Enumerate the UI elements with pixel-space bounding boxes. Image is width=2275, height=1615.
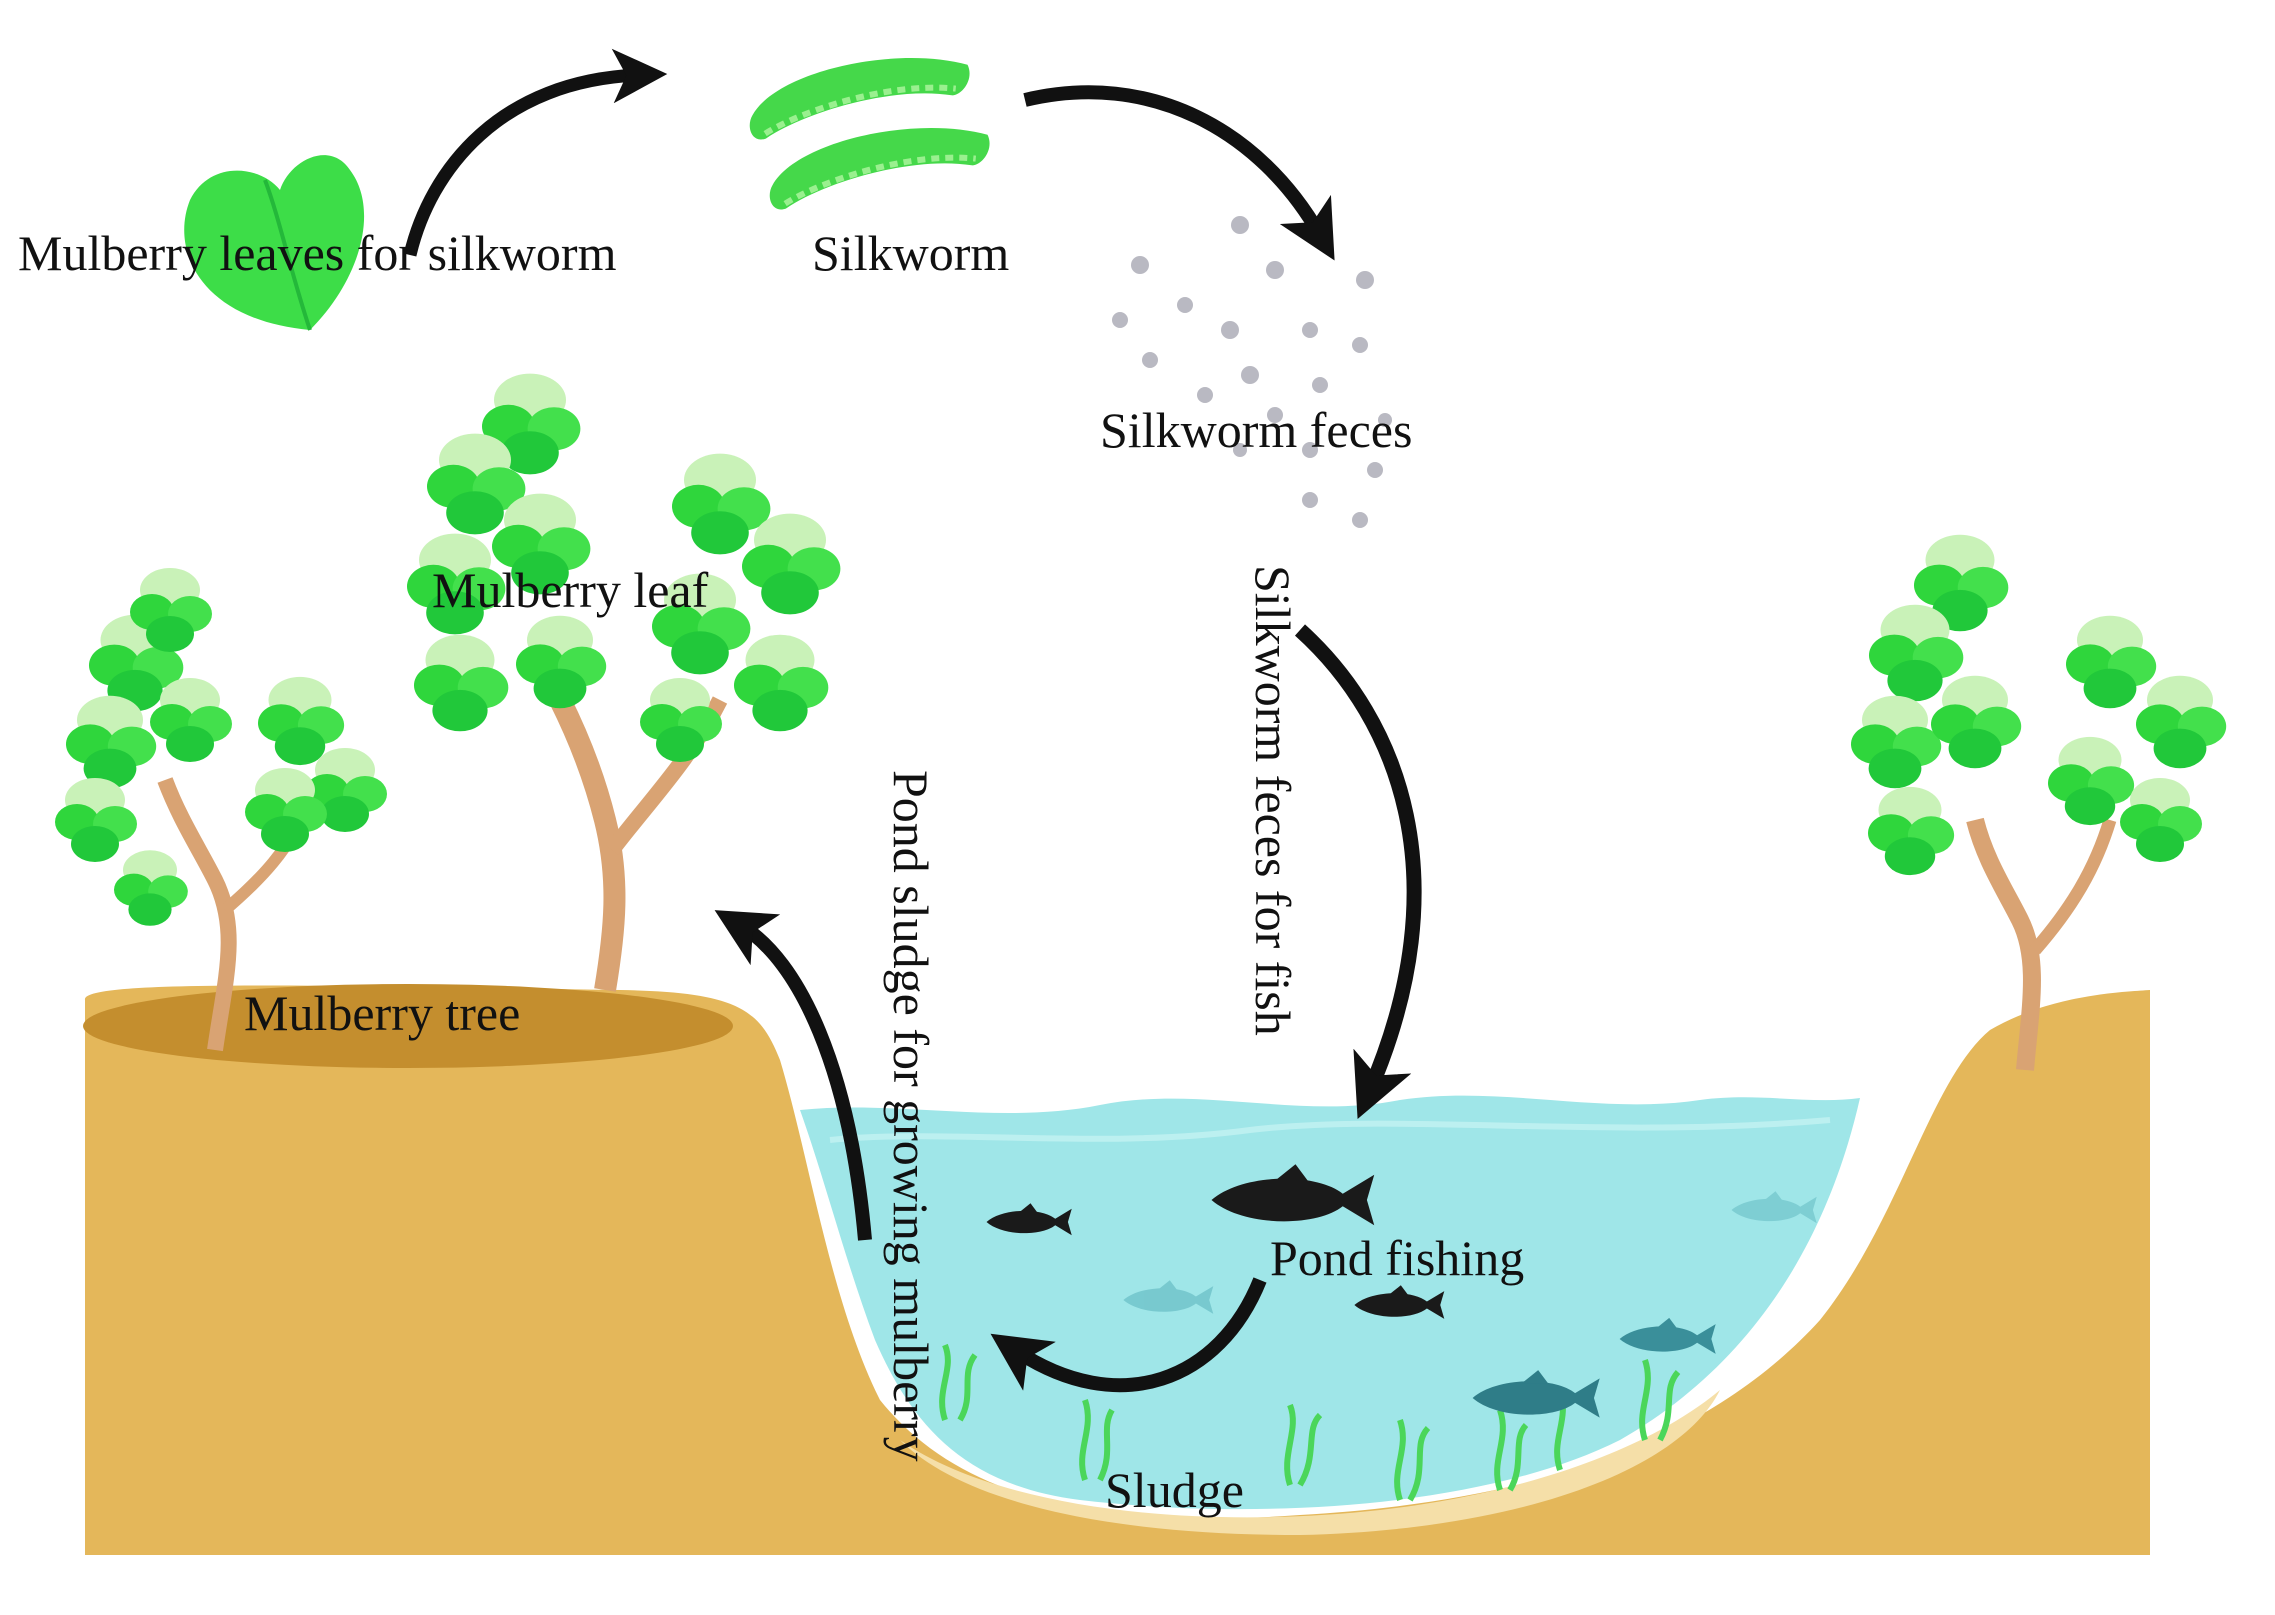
arrow-icon: [403, 48, 1422, 1393]
label-mulberry-tree: Mulberry tree: [244, 985, 521, 1041]
label-silkworm-feces-for-fish: Silkworm feces for fish: [1245, 565, 1301, 1036]
label-pond-sludge-for-growing-mulberry: Pond sludge for growing mulberry: [883, 770, 939, 1462]
soil-ground: [83, 984, 2150, 1555]
tree-icon: [55, 568, 387, 1052]
tree-icon: [1851, 534, 2227, 1071]
silkworm-icon: [743, 47, 975, 141]
mulberry-leaf-icon: [184, 155, 365, 331]
label-mulberry-leaf: Mulberry leaf: [432, 562, 709, 618]
label-mulberry-leaves-for-silkworm: Mulberry leaves for silkworm: [18, 225, 617, 281]
label-silkworm: Silkworm: [812, 225, 1010, 281]
water-plants: [939, 1343, 1681, 1502]
label-pond-fishing: Pond fishing: [1270, 1230, 1525, 1286]
silkworm-feces-dots: [1112, 216, 1392, 528]
tree-icon: [407, 373, 841, 992]
silkworm-icon: [763, 117, 995, 211]
label-silkworm-feces: Silkworm feces: [1100, 402, 1413, 458]
label-sludge: Sludge: [1105, 1462, 1244, 1518]
